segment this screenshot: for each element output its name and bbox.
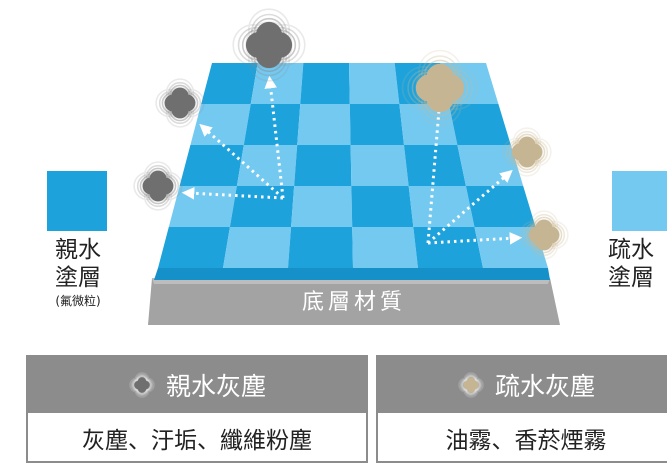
hydrophilic-dust-header: 親水灰塵	[28, 357, 366, 413]
checker-tile	[243, 104, 301, 145]
checker-tile	[351, 186, 414, 227]
hydrophobic-label: 疏水 塗層	[608, 236, 667, 292]
checker-tile	[350, 145, 409, 186]
checker-tile	[300, 63, 350, 104]
checker-tile	[158, 227, 230, 268]
tan-particle-icon	[502, 127, 552, 177]
tan-particle-icon	[519, 210, 569, 260]
coating-edge	[154, 268, 550, 280]
checker-tile	[291, 186, 353, 227]
checker-tile	[288, 227, 353, 268]
grey-particle-icon	[155, 78, 205, 128]
tan-particle-icon	[458, 372, 484, 398]
checker-tile	[408, 186, 475, 227]
grey-particle-icon	[129, 372, 155, 398]
grey-particle-icon	[129, 372, 155, 398]
checker-tile	[250, 63, 304, 104]
checker-tile	[349, 104, 404, 145]
checker-tile	[201, 63, 258, 104]
checker-tile	[448, 104, 511, 145]
checker-tile	[190, 104, 251, 145]
tan-particle-icon	[401, 49, 479, 127]
checker-tile	[297, 104, 351, 145]
hydrophobic-dust-title: 疏水灰塵	[494, 372, 595, 401]
hydrophilic-swatch	[47, 171, 107, 231]
checker-tile	[229, 186, 295, 227]
checker-tile	[236, 145, 298, 186]
hydrophobic-label-line1: 疏水	[608, 237, 654, 263]
grey-particle-icon	[232, 8, 306, 82]
hydrophobic-dust-desc: 油霧、香菸煙霧	[445, 428, 607, 454]
checker-tile	[168, 186, 237, 227]
hydrophobic-swatch	[612, 171, 667, 231]
hydrophilic-label-note: (氟微粒)	[55, 294, 101, 308]
checker-tile	[349, 63, 400, 104]
checker-tile	[413, 227, 483, 268]
hydrophilic-label-line2: 塗層	[55, 265, 101, 291]
tan-particle-icon	[458, 372, 484, 398]
checker-tile	[465, 186, 536, 227]
checker-tile	[223, 227, 292, 268]
checker-tile	[294, 145, 352, 186]
coating-checkerboard	[158, 63, 548, 268]
hydrophilic-label-line1: 親水	[55, 237, 101, 263]
arrow-icon	[181, 75, 285, 200]
arrow-icon	[426, 91, 523, 245]
hydrophilic-dust-title: 親水灰塵	[165, 372, 266, 401]
tan-particle-icon-shape	[458, 372, 484, 398]
substrate-label: 底層材質	[302, 290, 406, 315]
checker-tile	[404, 145, 466, 186]
hydrophilic-label: 親水 塗層 (氟微粒)	[26, 236, 130, 310]
checker-tile	[179, 145, 244, 186]
checker-tile	[399, 104, 458, 145]
grey-particle-icon-shape	[129, 372, 155, 398]
hydrophobic-dust-header: 疏水灰塵	[378, 357, 667, 413]
hydrophilic-dust-desc: 灰塵、汙垢、纖維粉塵	[82, 428, 312, 454]
hydrophobic-label-line2: 塗層	[608, 265, 654, 291]
checker-tile	[352, 227, 418, 268]
hydrophilic-dust-panel: 親水灰塵 灰塵、汙垢、纖維粉塵	[26, 355, 368, 463]
hydrophobic-dust-panel: 疏水灰塵 油霧、香菸煙霧	[376, 355, 667, 463]
grey-particle-icon	[133, 161, 183, 211]
